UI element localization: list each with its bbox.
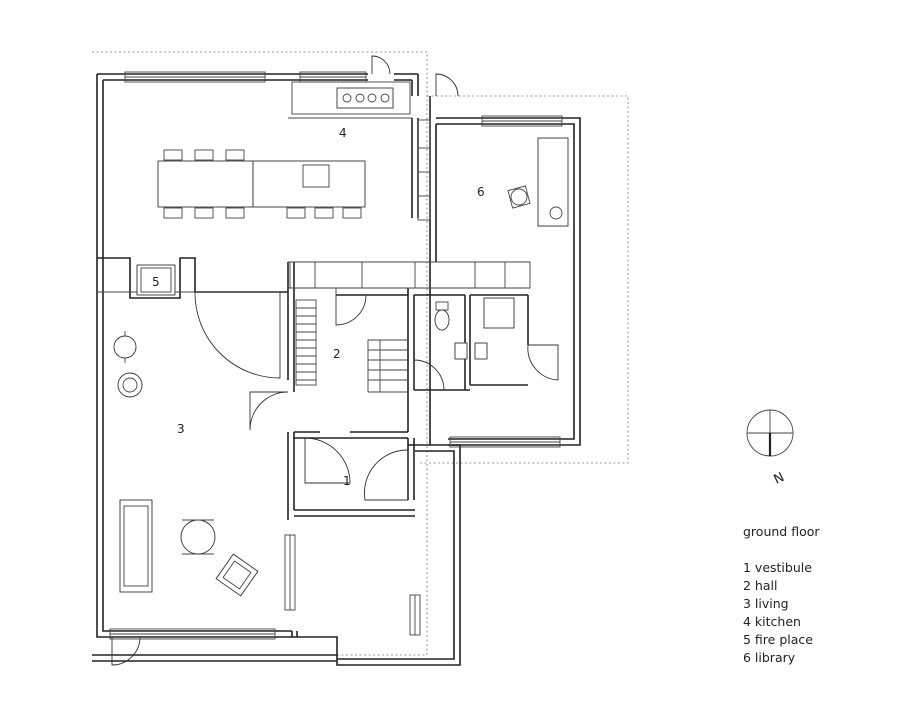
legend-item-2: 2 hall [743, 578, 778, 593]
interior-walls [97, 117, 530, 520]
room-number-5: 5 [152, 275, 160, 289]
room-number-3: 3 [177, 422, 185, 436]
legend: ground floor 1 vestibule 2 hall 3 living… [743, 523, 820, 667]
bathroom-fixtures [434, 297, 515, 360]
legend-item-5: 5 fire place [743, 632, 813, 647]
legend-item-1: 1 vestibule [743, 560, 812, 575]
legend-item-3: 3 living [743, 596, 789, 611]
legend-item-6: 6 library [743, 650, 796, 665]
fireplace [136, 264, 176, 296]
room-number-4: 4 [339, 126, 347, 140]
library-furniture [507, 137, 569, 227]
room-number-6: 6 [477, 185, 485, 199]
stairs [295, 299, 408, 393]
room-number-2: 2 [333, 347, 341, 361]
upper-floor-outline [92, 51, 629, 656]
legend-item-4: 4 kitchen [743, 614, 801, 629]
room-number-1: 1 [343, 474, 351, 488]
door-swings [111, 55, 559, 666]
windows [109, 71, 563, 640]
north-label: N [772, 470, 787, 488]
kitchen-furniture [157, 87, 394, 219]
living-furniture [113, 331, 259, 597]
north-arrow: N [746, 409, 794, 488]
cabinetry [289, 81, 531, 289]
legend-title: ground floor [743, 524, 820, 539]
